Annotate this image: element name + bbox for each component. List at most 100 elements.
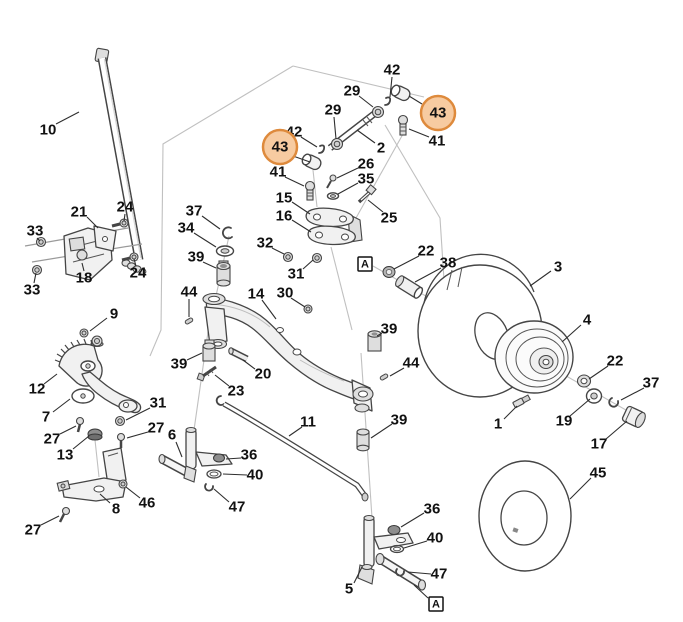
part-callout-41[interactable]: 41 [270,164,287,181]
part-callout-25[interactable]: 25 [381,210,398,227]
part-callout-44[interactable]: 44 [181,284,198,301]
part-callout-7[interactable]: 7 [42,409,50,426]
leader-line [300,136,318,148]
part-callout-10[interactable]: 10 [40,122,57,139]
part-callout-39[interactable]: 39 [188,249,205,266]
part-callout-12[interactable]: 12 [29,381,46,398]
part-callout-20[interactable]: 20 [255,366,272,383]
part-callout-29[interactable]: 29 [344,83,361,100]
leader-line [214,374,230,387]
leader-line [291,219,312,233]
part-callout-17[interactable]: 17 [591,436,608,453]
part-callout-5[interactable]: 5 [345,581,353,598]
part-callout-18[interactable]: 18 [76,270,93,287]
leader-line [40,515,60,526]
steering-gear-assembly-drawing [54,328,142,523]
part-callout-6[interactable]: 6 [168,427,176,444]
wheel-assembly-drawing [382,253,646,572]
part-callout-47[interactable]: 47 [431,566,448,583]
leader-line [403,540,428,549]
leader-line [202,261,217,269]
leader-line [605,420,628,440]
part-callout-35[interactable]: 35 [358,171,375,188]
part-callout-13[interactable]: 13 [57,447,74,464]
part-callout-15[interactable]: 15 [276,190,293,207]
association-line [355,133,404,219]
leader-line [389,76,393,98]
part-callout-24[interactable]: 24 [117,199,134,216]
part-callout-39[interactable]: 39 [391,412,408,429]
leader-line [353,566,363,584]
leader-line [407,571,432,575]
part-callout-1[interactable]: 1 [494,416,502,433]
part-callout-highlighted-43[interactable]: 43 [430,105,447,122]
part-callout-29[interactable]: 29 [325,102,342,119]
part-callout-2[interactable]: 2 [377,140,385,157]
bushing-column-drawing [184,226,235,325]
part-callout-3[interactable]: 3 [554,259,562,276]
part-callout-27[interactable]: 27 [44,431,61,448]
part-callout-33[interactable]: 33 [27,223,44,240]
leader-line [52,398,71,413]
leader-line [225,457,242,460]
leader-line [33,272,37,284]
left-spindle-drawing [158,339,249,492]
part-callout-9[interactable]: 9 [110,306,118,323]
part-callout-42[interactable]: 42 [384,62,401,79]
leader-line [89,317,108,332]
highlighted-callout-circle[interactable] [261,128,299,166]
part-callout-36[interactable]: 36 [424,501,441,518]
part-callout-34[interactable]: 34 [178,220,195,237]
part-callout-45[interactable]: 45 [590,465,607,482]
part-callout-23[interactable]: 23 [228,383,245,400]
part-callout-44[interactable]: 44 [403,355,420,372]
highlighted-callout-circle[interactable] [419,94,457,132]
part-callout-16[interactable]: 16 [276,208,293,225]
part-callout-31[interactable]: 31 [150,395,167,412]
part-callout-30[interactable]: 30 [277,285,294,302]
reference-marker-box [428,596,444,612]
part-callout-22[interactable]: 22 [607,353,624,370]
reference-marker-box [357,256,373,272]
leader-line [55,111,80,125]
leader-line [59,425,77,435]
part-callout-39[interactable]: 39 [381,321,398,338]
part-callout-highlighted-43[interactable]: 43 [272,139,289,156]
leader-line [333,116,337,140]
leader-line [367,199,384,213]
part-callout-37[interactable]: 37 [643,375,660,392]
leader-line [376,332,383,337]
right-spindle-drawing [356,330,427,591]
part-callout-14[interactable]: 14 [248,286,265,303]
leader-line [133,258,137,267]
part-callout-26[interactable]: 26 [358,156,375,173]
part-callout-37[interactable]: 37 [186,203,203,220]
leader-line [569,477,592,500]
part-callout-41[interactable]: 41 [429,133,446,150]
part-callout-38[interactable]: 38 [440,255,457,272]
part-callout-33[interactable]: 33 [24,282,41,299]
part-callout-21[interactable]: 21 [71,204,88,221]
part-callout-39[interactable]: 39 [171,356,188,373]
part-callout-40[interactable]: 40 [247,467,264,484]
part-callout-32[interactable]: 32 [257,235,274,252]
part-callout-27[interactable]: 27 [25,522,42,539]
part-callout-11[interactable]: 11 [300,414,316,431]
part-callout-46[interactable]: 46 [139,495,156,512]
part-callout-36[interactable]: 36 [241,447,258,464]
part-callout-8[interactable]: 8 [112,501,120,518]
part-callout-27[interactable]: 27 [148,420,165,437]
leader-line [193,232,217,248]
part-callout-40[interactable]: 40 [427,530,444,547]
leader-line [271,247,285,255]
leader-line [201,215,221,230]
part-callout-47[interactable]: 47 [229,499,246,516]
leader-line [99,493,111,504]
part-callout-24[interactable]: 24 [130,265,147,282]
part-callout-31[interactable]: 31 [288,266,305,283]
part-callout-19[interactable]: 19 [556,413,573,430]
leader-line [561,324,582,343]
part-callout-22[interactable]: 22 [418,243,435,260]
part-callout-4[interactable]: 4 [583,312,592,329]
leader-line [222,473,248,476]
